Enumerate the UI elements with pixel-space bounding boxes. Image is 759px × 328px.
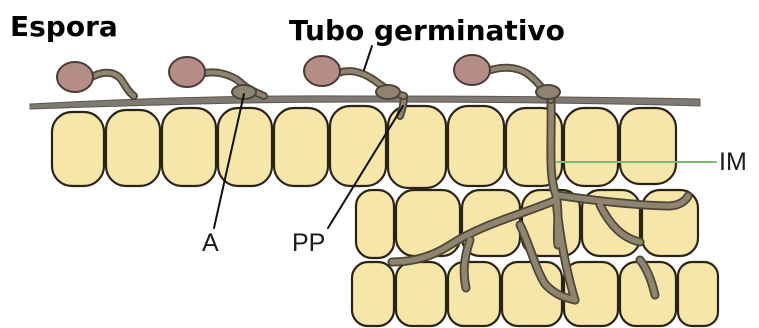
leader-line-germ-tube [364, 46, 372, 70]
label-germ-tube: Tubo germinativo [289, 14, 565, 47]
epidermal-cell [52, 112, 104, 186]
inner-cell [396, 262, 446, 326]
epidermal-cell [620, 108, 676, 184]
label-appressorium: A [202, 229, 219, 257]
spore [454, 55, 490, 85]
inner-cell [678, 262, 718, 326]
epidermal-cell [564, 108, 618, 186]
inner-cell [352, 262, 394, 326]
label-penetration-peg: PP [292, 229, 325, 257]
epidermal-cell [388, 106, 446, 188]
appressorium-swelling [376, 85, 400, 99]
epidermal-cell [448, 106, 504, 186]
label-mycelium: IM [719, 148, 747, 176]
inner-cell [356, 190, 394, 258]
inner-cell [448, 262, 500, 326]
spore [57, 62, 93, 92]
epidermal-cell [274, 108, 328, 186]
label-spore: Espora [10, 10, 118, 43]
epidermal-cell [162, 108, 216, 186]
spore [169, 57, 205, 87]
spore [304, 56, 340, 86]
appressorium-swelling [536, 85, 560, 99]
epidermal-cell-row [52, 106, 676, 188]
epidermal-cell [106, 110, 160, 186]
